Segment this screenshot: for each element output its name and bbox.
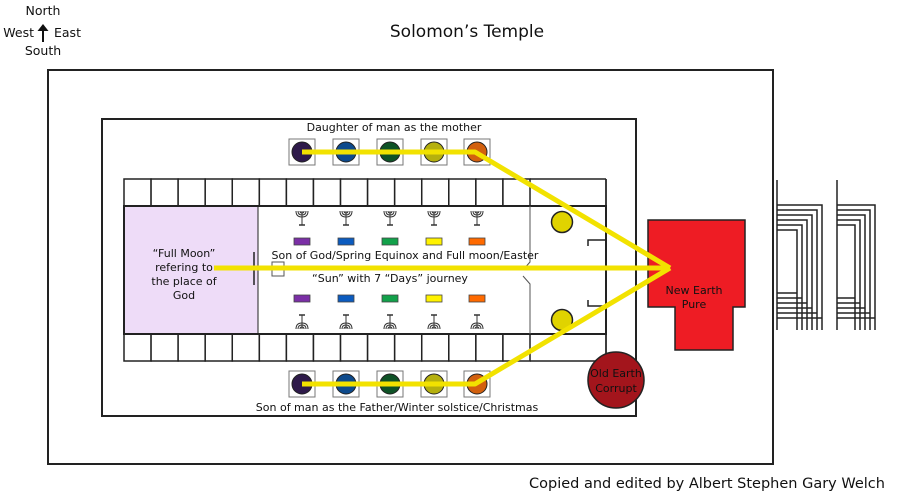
step-line bbox=[837, 209, 871, 330]
menorah-icon bbox=[339, 314, 353, 330]
side-chamber-cell bbox=[285, 178, 315, 207]
side-chamber-cell bbox=[339, 178, 369, 207]
side-chamber-cell bbox=[393, 333, 423, 362]
son-of-man-label: Son of man as the Father/Winter solstice… bbox=[256, 401, 539, 414]
eastern-steps bbox=[776, 180, 876, 330]
pillar-jachin bbox=[550, 210, 574, 234]
compass-east: East bbox=[54, 25, 81, 40]
side-chamber-cell bbox=[448, 333, 477, 362]
side-chamber-cell bbox=[258, 333, 288, 362]
side-chamber-cell bbox=[312, 333, 342, 362]
full-moon-label: “Full Moon” refering to the place of God bbox=[151, 247, 217, 302]
old-earth-label-1: Old Earth bbox=[590, 367, 642, 380]
side-chamber-cell bbox=[123, 333, 152, 362]
step-line bbox=[777, 214, 813, 330]
side-chamber-cell bbox=[366, 178, 396, 207]
outer-court bbox=[47, 69, 774, 465]
step-line bbox=[777, 229, 798, 330]
side-chamber-cell bbox=[123, 178, 152, 207]
lamp-bar bbox=[425, 294, 443, 303]
step-line bbox=[837, 224, 856, 330]
porch-door-north bbox=[587, 239, 606, 246]
side-chamber-cell bbox=[258, 178, 288, 207]
lamp-bar bbox=[293, 237, 311, 246]
new-earth-altar bbox=[647, 219, 746, 351]
light-paths bbox=[214, 149, 672, 387]
compass-west: West bbox=[3, 25, 34, 40]
old-earth-circle bbox=[587, 351, 645, 409]
up-arrow-icon bbox=[37, 24, 49, 42]
step-line bbox=[837, 204, 876, 330]
page-title: Solomon’s Temple bbox=[390, 22, 544, 42]
lamp-bar bbox=[293, 294, 311, 303]
lamp-bar bbox=[337, 237, 355, 246]
side-chamber-cell bbox=[150, 333, 179, 362]
side-chamber-cell bbox=[285, 333, 315, 362]
step-line bbox=[777, 219, 808, 330]
step-line bbox=[777, 204, 823, 330]
sun-journey-label: “Sun” with 7 “Days” journey bbox=[312, 272, 468, 285]
menorah-icon bbox=[295, 210, 309, 226]
menorah-icon bbox=[295, 314, 309, 330]
side-chamber-cell bbox=[366, 333, 396, 362]
lamp-bar bbox=[381, 237, 399, 246]
side-chamber-cell bbox=[231, 178, 261, 207]
porch-notch-south bbox=[522, 275, 531, 334]
side-chamber-cell bbox=[312, 178, 342, 207]
menorah-icon bbox=[383, 314, 397, 330]
porch-door-south bbox=[587, 300, 606, 307]
side-chamber-cell bbox=[475, 333, 504, 362]
old-earth-label-2: Corrupt bbox=[595, 382, 637, 395]
son-of-god-label: Son of God/Spring Equinox and Full moon/… bbox=[272, 249, 539, 262]
svg-text:refering to: refering to bbox=[155, 261, 213, 274]
svg-text:the place of: the place of bbox=[151, 275, 217, 288]
compass-south: South bbox=[25, 43, 61, 58]
compass-north: North bbox=[26, 3, 61, 18]
path-north bbox=[302, 149, 672, 271]
side-chamber-cell bbox=[393, 178, 423, 207]
side-chamber-cell bbox=[204, 178, 234, 207]
lamp-bar bbox=[337, 294, 355, 303]
menorah-icon bbox=[470, 314, 484, 330]
menorah-icon bbox=[427, 314, 441, 330]
side-chamber-cell bbox=[339, 333, 369, 362]
menorah-icon bbox=[470, 210, 484, 226]
lamp-bar bbox=[381, 294, 399, 303]
lamp-bar bbox=[468, 237, 486, 246]
new-earth-label-1: New Earth bbox=[666, 284, 723, 297]
lamp-bar bbox=[468, 294, 486, 303]
menorah-icon bbox=[427, 210, 441, 226]
step-line bbox=[777, 224, 803, 330]
side-chamber-cell bbox=[420, 178, 450, 207]
lamp-bar bbox=[425, 237, 443, 246]
side-chamber-cell bbox=[231, 333, 261, 362]
step-line bbox=[837, 214, 866, 330]
path-south bbox=[302, 265, 672, 387]
daughter-label: Daughter of man as the mother bbox=[307, 121, 482, 134]
side-chamber-cell bbox=[177, 178, 206, 207]
new-earth-label-2: Pure bbox=[682, 298, 707, 311]
side-chamber-cell bbox=[204, 333, 234, 362]
svg-text:God: God bbox=[173, 289, 195, 302]
lampstands bbox=[293, 210, 486, 330]
side-chamber-cell bbox=[448, 178, 477, 207]
menorah-icon bbox=[383, 210, 397, 226]
side-chamber-cell bbox=[150, 178, 179, 207]
menorah-icon bbox=[339, 210, 353, 226]
side-chamber-cell bbox=[177, 333, 206, 362]
step-line bbox=[837, 219, 861, 330]
side-chamber-cell bbox=[420, 333, 450, 362]
step-line bbox=[777, 209, 818, 330]
svg-text:“Full Moon”: “Full Moon” bbox=[153, 247, 216, 260]
side-chamber-cell bbox=[475, 178, 504, 207]
credit-text: Copied and edited by Albert Stephen Gary… bbox=[529, 476, 885, 492]
